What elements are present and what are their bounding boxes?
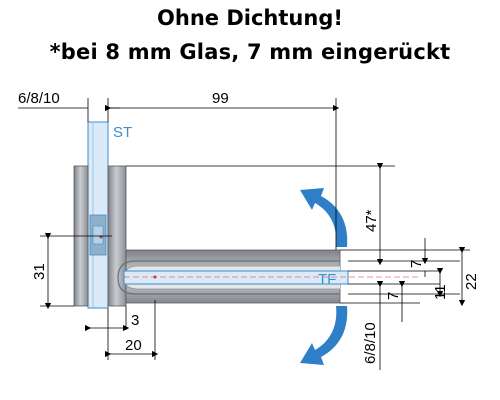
dim-overall-length: 99 <box>212 90 229 107</box>
dim-inner-7-top: 7 <box>408 260 425 268</box>
glass-tf-pane <box>123 270 349 285</box>
dim-inner-7-bottom: 7 <box>385 292 402 300</box>
label-glass-tf: TF <box>318 271 336 288</box>
dim-offset-20: 20 <box>125 337 142 354</box>
dim-glass-thickness: 6/8/10 <box>18 90 60 107</box>
dim-height-upper: 47* <box>363 209 380 232</box>
title-no-seal: Ohne Dichtung! <box>157 6 343 30</box>
dim-inner-11: 11 <box>432 284 449 300</box>
rotation-arrows <box>300 188 348 365</box>
glass-st-bolt-inner <box>92 225 104 245</box>
title-glass-note: *bei 8 mm Glas, 7 mm eingerückt <box>49 40 451 64</box>
dimension-lines <box>18 98 470 370</box>
glass-st-group <box>87 121 109 309</box>
rotation-arrow-up <box>300 188 348 247</box>
clamp-arm <box>99 235 349 304</box>
label-glass-st: ST <box>113 124 132 141</box>
dim-height-31: 31 <box>31 263 48 280</box>
dim-glass-thickness-lower: 6/8/10 <box>362 322 379 364</box>
dim-inner-22: 22 <box>463 273 480 290</box>
dim-offset-3: 3 <box>131 312 139 329</box>
rotation-arrow-down <box>300 306 348 365</box>
